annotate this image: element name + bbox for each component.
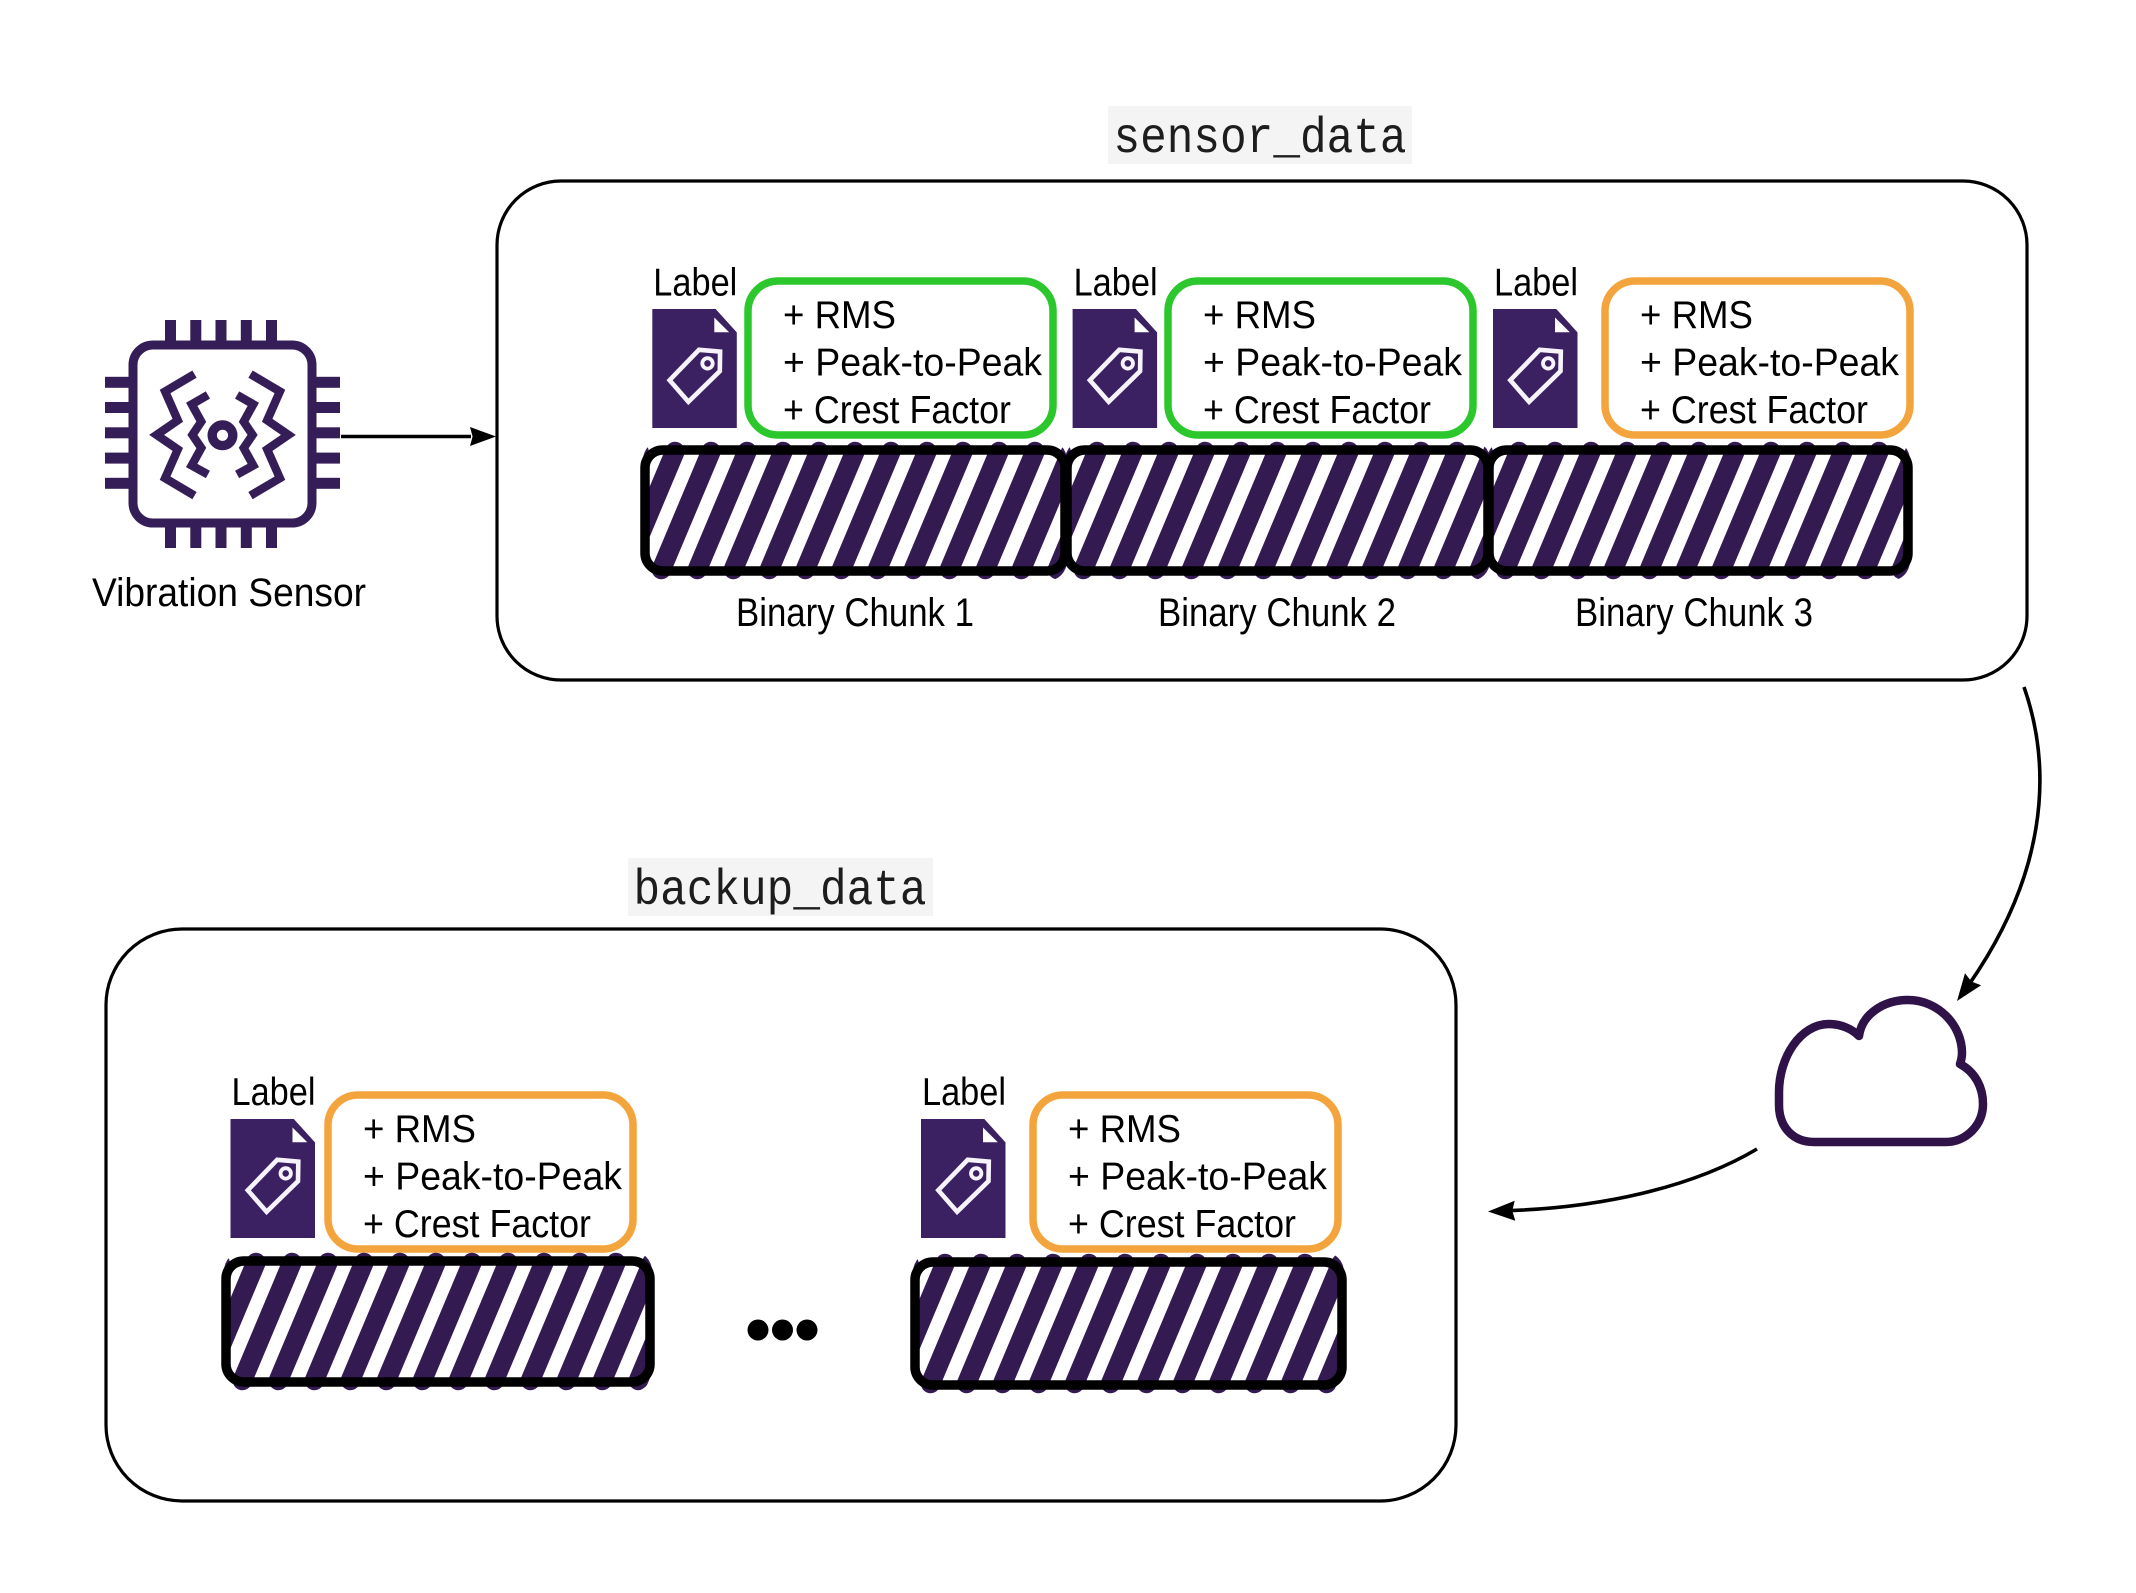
svg-text:Binary Chunk 2: Binary Chunk 2 [1158, 591, 1396, 635]
svg-text:+ RMS: + RMS [1203, 294, 1316, 337]
svg-text:Label: Label [653, 262, 737, 305]
svg-text:sensor_data: sensor_data [1114, 111, 1407, 168]
svg-text:+ Peak-to-Peak: + Peak-to-Peak [1068, 1156, 1327, 1199]
svg-text:+ RMS: + RMS [1640, 294, 1753, 337]
svg-text:+ RMS: + RMS [363, 1108, 476, 1151]
svg-text:Binary Chunk 3: Binary Chunk 3 [1575, 591, 1813, 635]
svg-text:+ Crest Factor: + Crest Factor [783, 389, 1011, 432]
svg-text:+ RMS: + RMS [783, 294, 896, 337]
svg-text:+ Crest Factor: + Crest Factor [1068, 1203, 1296, 1246]
svg-text:Label: Label [232, 1071, 316, 1114]
svg-text:+ Crest Factor: + Crest Factor [1203, 389, 1431, 432]
svg-text:+ Peak-to-Peak: + Peak-to-Peak [363, 1156, 622, 1199]
svg-text:backup_data: backup_data [634, 863, 927, 920]
svg-text:Label: Label [1494, 262, 1578, 305]
svg-text:+ Peak-to-Peak: + Peak-to-Peak [1640, 342, 1899, 385]
svg-text:+ Crest Factor: + Crest Factor [1640, 389, 1868, 432]
svg-text:+ Crest Factor: + Crest Factor [363, 1203, 591, 1246]
svg-text:Binary Chunk 1: Binary Chunk 1 [736, 591, 974, 635]
svg-text:+ Peak-to-Peak: + Peak-to-Peak [783, 342, 1042, 385]
svg-text:+ Peak-to-Peak: + Peak-to-Peak [1203, 342, 1462, 385]
svg-text:Label: Label [1074, 262, 1158, 305]
svg-text:Vibration Sensor: Vibration Sensor [92, 571, 366, 615]
svg-text:+ RMS: + RMS [1068, 1108, 1181, 1151]
svg-text:Label: Label [922, 1071, 1006, 1114]
